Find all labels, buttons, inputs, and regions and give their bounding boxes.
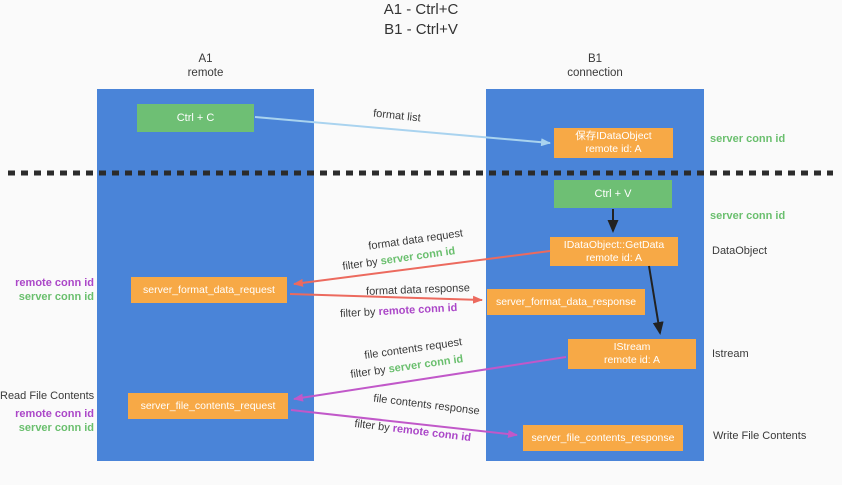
lane-b1-subtitle: connection	[567, 67, 623, 79]
label-istream-right: Istream	[712, 348, 749, 360]
save-idataobject-line1: 保存IDataObject	[575, 130, 652, 142]
getdata-line1: IDataObject::GetData	[563, 238, 665, 251]
label-file-contents-response: file contents response	[372, 392, 481, 418]
label-remote-conn-id-left-1: remote conn id	[15, 277, 94, 289]
label-filter-by-remote-conn-1: filter by remote conn id	[340, 302, 458, 320]
istream-line2: remote id: A	[603, 354, 661, 366]
label-dataobject: DataObject	[712, 245, 768, 257]
filter-by-text: filter by	[349, 364, 387, 381]
label-filter-by-server-conn-1: filter by server conn id	[342, 245, 456, 273]
filter-by-text: filter by	[339, 306, 376, 321]
title-line-2: B1 - Ctrl+V	[384, 21, 458, 38]
label-filter-by-remote-conn-2: filter by remote conn id	[354, 418, 472, 444]
save-idataobject-line2: remote id: A	[585, 143, 642, 155]
lane-header-b1: B1 connection	[486, 52, 704, 80]
label-write-file-contents: Write File Contents	[713, 430, 807, 442]
label-server-conn-id-left-1: server conn id	[18, 291, 94, 303]
remote-conn-id-text: remote conn id	[391, 422, 472, 445]
node-idataobject-getdata: IDataObject::GetData remote id: A	[550, 237, 678, 266]
lane-a1-name: A1	[198, 53, 213, 65]
label-remote-conn-id-left-2: remote conn id	[15, 408, 94, 420]
label-read-file-contents: Read File Contents	[0, 390, 95, 402]
lane-header-a1: A1 remote	[97, 52, 314, 80]
node-server-format-data-response: server_format_data_response	[487, 289, 645, 315]
label-format-data-response: format data response	[365, 282, 471, 298]
node-server-format-data-request: server_format_data_request	[131, 277, 287, 303]
label-server-conn-id-top-right: server conn id	[710, 133, 786, 145]
remote-conn-id-text: remote conn id	[378, 301, 458, 319]
label-server-conn-id-left-2: server conn id	[18, 422, 94, 434]
getdata-line2: remote id: A	[585, 251, 642, 264]
node-ctrl-v: Ctrl + V	[554, 180, 672, 208]
diagram-title: A1 - Ctrl+C B1 - Ctrl+V	[0, 0, 842, 40]
istream-line1: IStream	[613, 341, 651, 353]
filter-by-text: filter by	[341, 256, 379, 273]
filter-by-text: filter by	[353, 417, 391, 435]
lane-b1-name: B1	[587, 53, 603, 65]
node-server-file-contents-request: server_file_contents_request	[128, 393, 288, 419]
label-format-list: format list	[372, 107, 422, 125]
node-ctrl-c: Ctrl + C	[137, 104, 254, 132]
title-line-1: A1 - Ctrl+C	[383, 1, 459, 18]
node-save-idataobject: 保存IDataObject remote id: A	[554, 128, 673, 158]
lane-a1-subtitle: remote	[187, 67, 224, 79]
label-server-conn-id-mid-right: server conn id	[710, 210, 786, 222]
node-server-file-contents-response: server_file_contents_response	[523, 425, 683, 451]
node-istream: IStream remote id: A	[568, 339, 696, 369]
